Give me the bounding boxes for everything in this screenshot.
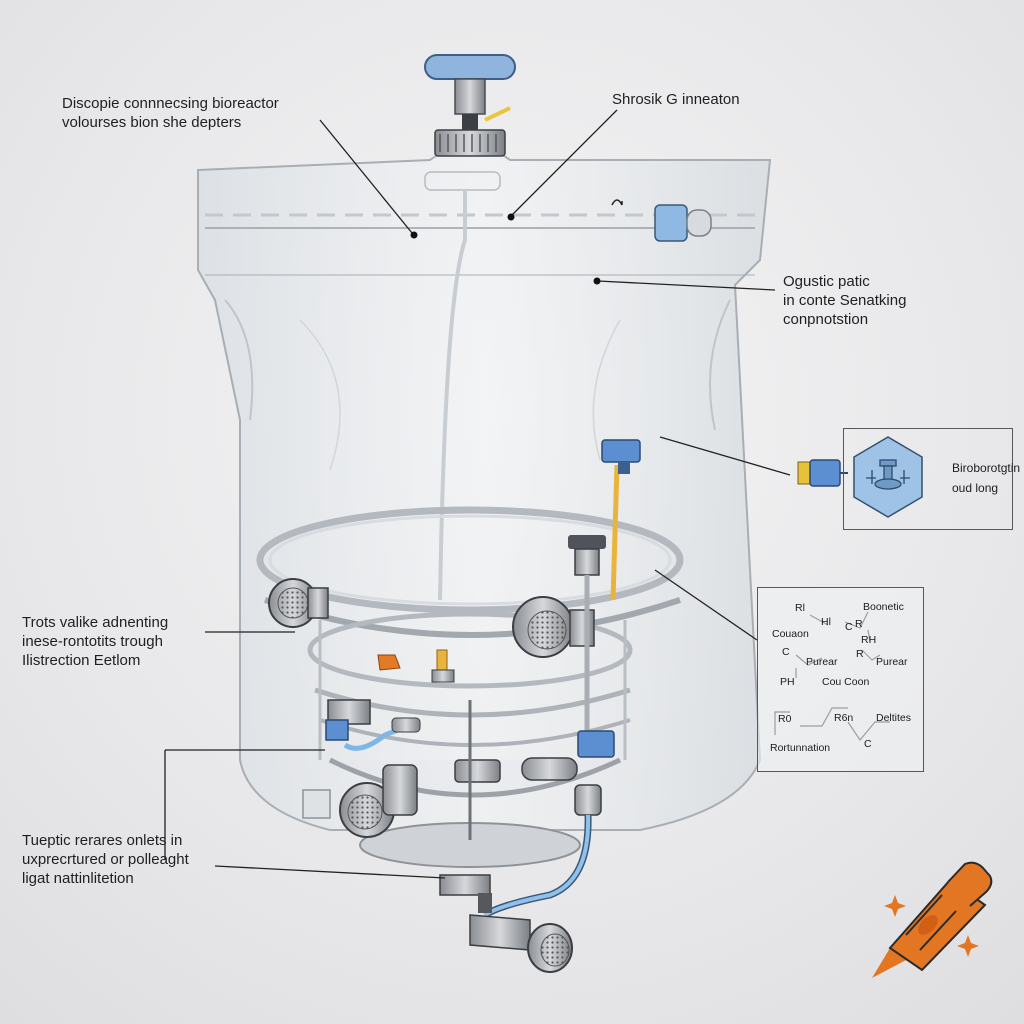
label-right-mid: Ogustic patic in conte Senatking conpnot… [783,273,907,328]
filter-center [512,596,595,658]
label-left-mid: Trots valike adnenting inese-rontotits t… [22,614,169,669]
chem-label: R0 [778,713,792,725]
blue-valve-left [325,719,349,741]
chem-label: R6n [834,712,854,724]
blue-valve-right [577,730,615,758]
sensor-inset-box: Biroborotgtin oud long [843,428,1020,530]
chem-label: Rl [795,602,805,614]
leader-lines [164,109,791,879]
chem-label: Hl [821,616,831,628]
bag-body [197,144,772,831]
chem-label: Purear [806,656,838,668]
sensor-box-line2: oud long [952,481,999,495]
chem-label: Purear [876,656,908,668]
side-sensor [654,204,688,242]
blue-probe [601,439,641,463]
bottom-outlet-filter [469,914,573,973]
chem-label: Rortunnation [770,742,831,754]
chem-label: C [782,646,790,658]
chem-label: Couaon [772,628,809,640]
label-top-left: Discopie connnecsing bioreactor volourse… [62,95,279,131]
chem-label: C [845,621,853,633]
label-left-bottom: Tueptic rerares onlets in uxprecrtured o… [22,832,189,887]
chem-label: R [855,618,863,630]
sensor-box-line1: Biroborotgtin [952,461,1021,475]
chemistry-inset-box: Rl Boonetic Hl C R Couaon RH C R Purear … [757,587,924,772]
top-ring [256,506,684,614]
chem-label: R [856,648,864,660]
chem-label: PH [780,676,795,688]
crayon-logo [872,861,993,978]
filter-bottom [339,764,418,838]
filter-left-top [268,578,329,628]
top-cap [424,54,516,80]
chem-label: RH [861,634,877,646]
chem-label: Cou Coon [822,676,870,688]
label-top-right: Shrosik G inneaton [612,91,740,108]
chem-label: Deltites [876,712,912,724]
chem-label: C [864,738,872,750]
chem-label: Boonetic [863,601,904,613]
